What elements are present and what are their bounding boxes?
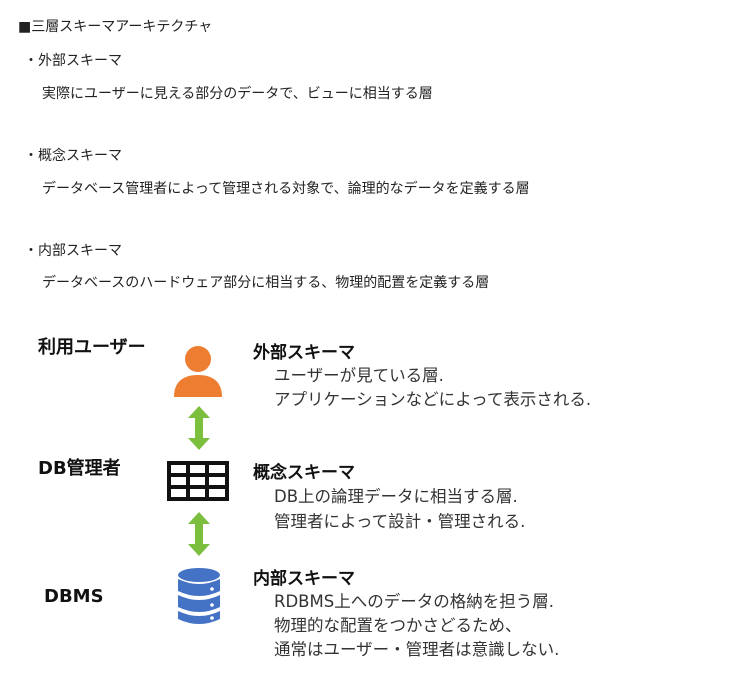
schema-title-external: 外部スキーマ bbox=[253, 343, 355, 363]
schema-line: アプリケーションなどによって表示される. bbox=[274, 390, 592, 409]
role-label-dba: DB管理者 bbox=[38, 458, 121, 479]
schema-line: ユーザーが見ている層. bbox=[274, 366, 444, 385]
double-arrow-icon bbox=[188, 406, 210, 450]
section-title-internal: ・内部スキーマ bbox=[24, 243, 122, 259]
schema-line: RDBMS上へのデータの格納を担う層. bbox=[274, 592, 554, 611]
role-label-user: 利用ユーザー bbox=[38, 337, 146, 358]
schema-line: 物理的な配置をつかさどるため、 bbox=[274, 616, 522, 635]
section-desc-external: 実際にユーザーに見える部分のデータで、ビューに相当する層 bbox=[42, 86, 433, 102]
schema-line: 通常はユーザー・管理者は意識しない. bbox=[274, 640, 560, 659]
section-title-conceptual: ・概念スキーマ bbox=[24, 148, 122, 164]
schema-title-conceptual: 概念スキーマ bbox=[253, 463, 355, 483]
section-title-external: ・外部スキーマ bbox=[24, 53, 122, 69]
role-label-dbms: DBMS bbox=[44, 586, 104, 607]
page-heading: ■三層スキーマアーキテクチャ bbox=[18, 19, 213, 35]
table-grid-icon bbox=[167, 461, 229, 501]
database-icon bbox=[178, 568, 220, 624]
double-arrow-icon bbox=[188, 512, 210, 556]
schema-line: DB上の論理データに相当する層. bbox=[274, 487, 518, 506]
section-desc-conceptual: データベース管理者によって管理される対象で、論理的なデータを定義する層 bbox=[42, 181, 530, 197]
schema-line: 管理者によって設計・管理される. bbox=[274, 512, 526, 531]
user-icon bbox=[174, 346, 222, 397]
section-desc-internal: データベースのハードウェア部分に相当する、物理的配置を定義する層 bbox=[42, 275, 490, 291]
schema-title-internal: 内部スキーマ bbox=[253, 569, 355, 589]
